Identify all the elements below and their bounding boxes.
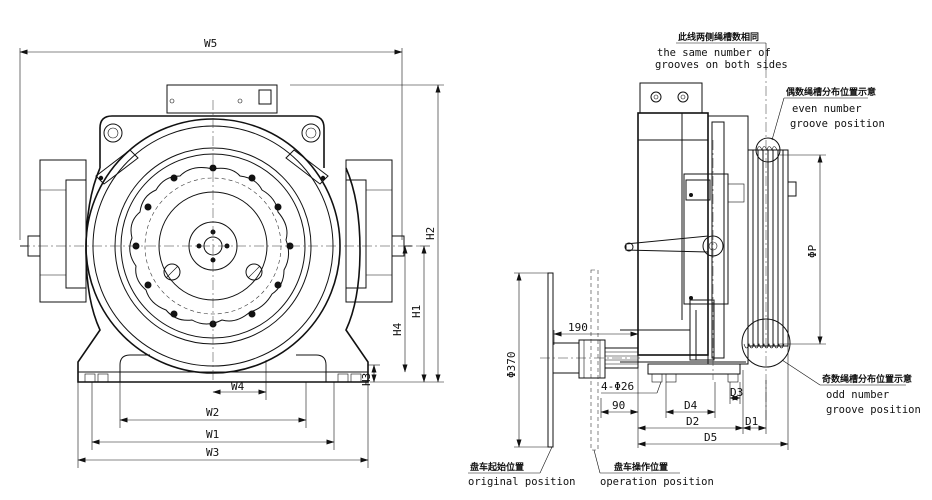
note-even-en-2: groove position	[790, 118, 885, 130]
note-odd-en-2: groove position	[826, 404, 921, 416]
side-terminal-box	[639, 82, 703, 114]
release-lever	[625, 235, 709, 253]
dim-h4: H4	[391, 322, 404, 336]
side-body	[637, 112, 709, 356]
dim-d2: D2	[686, 415, 699, 428]
note-same-grooves-en-2: grooves on both sides	[655, 59, 788, 71]
handwheel-original	[547, 272, 554, 448]
dim-w1: W1	[206, 428, 219, 441]
dim-w5: W5	[204, 37, 217, 50]
note-original-en: original position	[468, 476, 575, 488]
dim-90: 90	[612, 399, 625, 412]
note-operation-cn: 盘车操作位置	[614, 461, 668, 473]
dim-d3: D3	[730, 386, 743, 399]
dim-h1: H1	[410, 305, 423, 318]
dim-phi-p: ΦP	[806, 244, 819, 258]
dim-h2: H2	[424, 227, 437, 240]
terminal-box	[166, 84, 278, 114]
side-view: 190 Φ370 4-Φ26 90 D4 D3 D2 D1	[468, 31, 921, 488]
dim-370: Φ370	[505, 352, 518, 379]
note-operation-en: operation position	[600, 476, 714, 488]
handwheel-operation	[590, 269, 599, 451]
brake-right	[345, 159, 393, 303]
note-even-cn: 偶数绳槽分布位置示意	[786, 86, 876, 98]
dim-w2: W2	[206, 406, 219, 419]
brake-left	[39, 159, 87, 303]
dim-h3: H3	[360, 373, 373, 386]
dim-w3: W3	[206, 446, 219, 459]
even-detail-circle	[755, 137, 781, 163]
odd-detail-circle	[741, 318, 791, 368]
lifting-hole-left	[103, 123, 123, 143]
note-even-en-1: even number	[792, 103, 862, 115]
note-same-grooves-en-1: the same number of	[657, 47, 771, 59]
note-original-cn: 盘车起始位置	[470, 461, 524, 473]
note-odd-en-1: odd number	[826, 389, 889, 401]
note-odd-cn: 奇数绳槽分布位置示意	[822, 373, 912, 385]
lifting-hole-right	[301, 123, 321, 143]
dim-d1: D1	[745, 415, 758, 428]
dim-d5: D5	[704, 431, 717, 444]
front-view: W5 H2 H1 H4 H3 W4 W2 W1 W	[19, 37, 444, 468]
dim-4x26: 4-Φ26	[601, 380, 634, 393]
note-same-grooves-cn: 此线两侧绳槽数相同	[678, 31, 759, 43]
dim-d4: D4	[684, 399, 698, 412]
dim-190: 190	[568, 321, 588, 334]
dim-w4: W4	[231, 380, 245, 393]
terminal-box-gland	[258, 89, 272, 105]
